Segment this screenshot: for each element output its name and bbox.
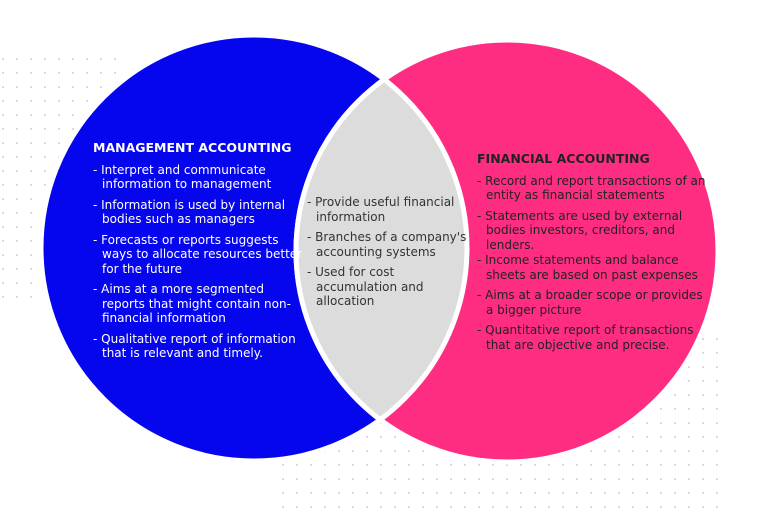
list-item: - Statements are used by external bodies… [477,208,683,252]
financial-accounting-block: FINANCIAL ACCOUNTING - Record and report… [477,151,707,358]
financial-title: FINANCIAL ACCOUNTING [477,151,650,166]
list-item: - Used for cost accumulation and allocat… [307,265,424,308]
shared-block: - Provide useful financial information -… [307,195,467,315]
list-item: - Provide useful financial information [307,195,455,224]
list-item: - Information is used by internal bodies… [93,197,286,227]
management-accounting-block: MANAGEMENT ACCOUNTING - Interpret and co… [93,140,308,367]
list-item: - Aims at a more segmented reports that … [93,282,291,325]
list-item: - Aims at a broader scope or provides a … [477,288,703,317]
list-item: - Record and report transactions of an e… [477,173,706,203]
list-item: - Interpret and communicate information … [93,162,272,192]
list-item: - Income statements and balance sheets a… [477,253,698,282]
list-item: - Branches of a company's accounting sys… [307,230,467,259]
list-item: - Qualitative report of information that… [93,331,296,361]
list-item: - Forecasts or reports suggests ways to … [93,232,303,276]
list-item: - Quantitative report of transactions th… [477,323,694,352]
overlap-region [293,37,467,461]
management-title: MANAGEMENT ACCOUNTING [93,140,292,155]
